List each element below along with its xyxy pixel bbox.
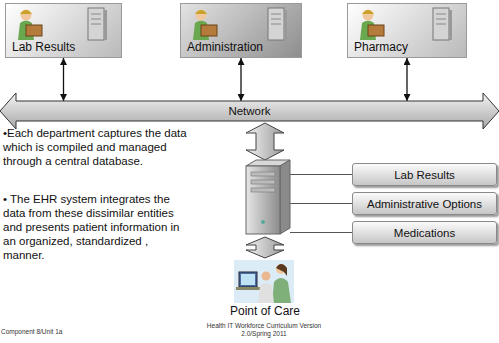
- worker-icon: [196, 10, 207, 21]
- point-of-care-picture: [276, 264, 287, 276]
- department-box: Administration: [180, 3, 302, 58]
- point-of-care-picture: [272, 278, 291, 303]
- server-icon: [91, 14, 101, 15]
- network-link: [406, 58, 407, 101]
- server-icon: [271, 19, 281, 20]
- box-label: Administration: [187, 40, 263, 54]
- network-arrow-shape: [0, 93, 499, 129]
- server-icon: [265, 6, 289, 44]
- server-lines: [290, 203, 352, 204]
- point-of-care-picture: [262, 272, 271, 281]
- department-box: Lab Results: [5, 3, 122, 58]
- worker-icon: [185, 6, 225, 42]
- point-of-care-picture: [241, 274, 255, 285]
- worker-icon: [368, 25, 384, 36]
- worker-icon: [195, 10, 207, 14]
- server-icon: [271, 14, 281, 15]
- output-box: Lab Results: [352, 163, 497, 186]
- footer-note: Health IT Workforce Curriculum Version 2…: [205, 322, 323, 338]
- point-of-care-picture: [236, 287, 262, 290]
- server-icon: [268, 8, 284, 40]
- server-icon: [436, 19, 446, 20]
- footer-note: Component 8/Unit 1a: [1, 328, 111, 336]
- box-label: Medications: [394, 227, 455, 239]
- server-icon: [251, 172, 275, 176]
- server-icon: [246, 160, 290, 234]
- server-icon: [251, 188, 275, 192]
- block-arrow: [246, 237, 284, 258]
- network-label: Network: [228, 105, 270, 117]
- worker-icon: [201, 25, 217, 36]
- server-icon: [91, 24, 101, 25]
- box-label: Administrative Options: [367, 198, 482, 210]
- output-box: Medications: [352, 221, 497, 244]
- worker-icon: [10, 6, 50, 42]
- worker-icon: [21, 10, 32, 21]
- server-icon: [88, 8, 104, 40]
- worker-icon: [26, 25, 42, 36]
- server-icon: [261, 220, 265, 224]
- server-icon: [280, 160, 290, 234]
- point-of-care-label: Point of Care: [214, 304, 316, 318]
- box-label: Pharmacy: [354, 40, 408, 54]
- server-icon: [436, 24, 446, 25]
- block-arrow: [246, 123, 284, 160]
- server-lines: [290, 232, 352, 233]
- server-icon: [91, 19, 101, 20]
- server-icon: [430, 6, 454, 44]
- server-icon: [284, 10, 287, 40]
- worker-icon: [352, 6, 392, 42]
- server-icon: [251, 180, 275, 184]
- worker-icon: [362, 10, 374, 14]
- point-of-care-picture: [234, 260, 294, 303]
- box-label: Lab Results: [12, 40, 75, 54]
- output-box: Administrative Options: [352, 192, 497, 215]
- server-lines: [290, 174, 352, 175]
- worker-icon: [363, 10, 374, 21]
- point-of-care-picture: [234, 260, 294, 303]
- point-of-care-picture: [258, 283, 274, 303]
- server-icon: [85, 6, 109, 44]
- server-icon: [436, 14, 446, 15]
- server-lines: [290, 175, 352, 233]
- server-icon: [246, 166, 280, 234]
- bullet-note: • The EHR system integrates the data fro…: [3, 192, 189, 262]
- network-link: [63, 58, 64, 101]
- server-icon: [271, 24, 281, 25]
- bullet-note: •Each department captures the data which…: [3, 126, 189, 168]
- server-icon: [449, 10, 452, 40]
- point-of-care-picture: [239, 272, 257, 287]
- network-band: Network: [14, 101, 485, 121]
- block-arrow: [246, 123, 284, 258]
- worker-icon: [20, 10, 32, 14]
- department-box: Pharmacy: [347, 3, 467, 58]
- network-link: [240, 58, 241, 101]
- server-icon: [104, 10, 107, 40]
- server-icon: [433, 8, 449, 40]
- box-label: Lab Results: [394, 169, 455, 181]
